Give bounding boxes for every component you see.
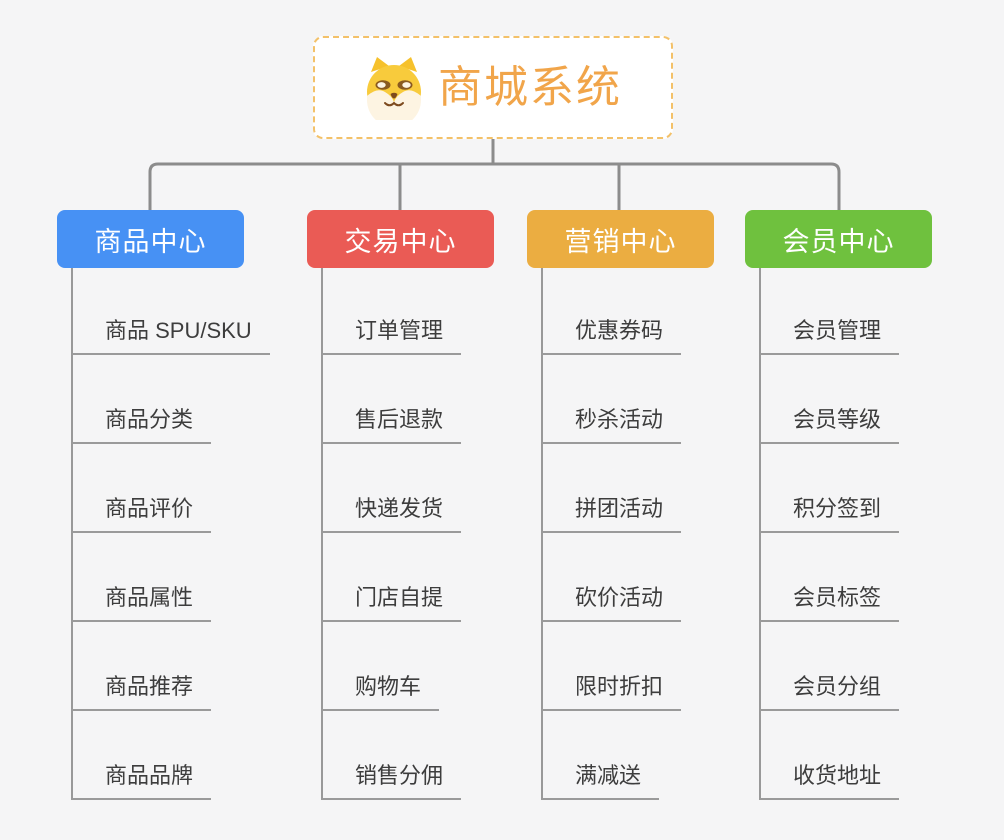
leaf-node[interactable]: 商品评价 [71,444,212,533]
leaf-node[interactable]: 优惠券码 [541,268,682,355]
leaf-node[interactable]: 商品属性 [71,533,212,622]
leaf-node[interactable]: 商品推荐 [71,622,212,711]
leaf-node[interactable]: 会员管理 [759,268,900,355]
leaf-node[interactable]: 售后退款 [321,355,462,444]
root-node[interactable]: 商城系统 [313,36,673,139]
leaf-node[interactable]: 销售分佣 [321,711,462,800]
leaf-node[interactable]: 限时折扣 [541,622,682,711]
leaf-node[interactable]: 砍价活动 [541,533,682,622]
leaf-node[interactable]: 门店自提 [321,533,462,622]
leaf-node[interactable]: 会员分组 [759,622,900,711]
leaf-node[interactable]: 快递发货 [321,444,462,533]
leaf-node[interactable]: 收货地址 [759,711,900,800]
branch-product-center: 商品中心 商品 SPU/SKU 商品分类 商品评价 商品属性 商品推荐 商品品牌 [57,210,270,800]
dog-face-icon [367,56,421,120]
branch-node-trade-center[interactable]: 交易中心 [307,210,494,268]
leaf-node[interactable]: 拼团活动 [541,444,682,533]
leaf-node[interactable]: 会员等级 [759,355,900,444]
leaf-node[interactable]: 商品分类 [71,355,212,444]
branch-node-member-center[interactable]: 会员中心 [745,210,932,268]
branch-items-member-center: 会员管理 会员等级 积分签到 会员标签 会员分组 收货地址 [759,268,932,800]
leaf-node[interactable]: 积分签到 [759,444,900,533]
branch-node-marketing-center[interactable]: 营销中心 [527,210,714,268]
leaf-node[interactable]: 商品品牌 [71,711,212,800]
leaf-node[interactable]: 订单管理 [321,268,462,355]
branch-items-product-center: 商品 SPU/SKU 商品分类 商品评价 商品属性 商品推荐 商品品牌 [71,268,270,800]
leaf-node[interactable]: 会员标签 [759,533,900,622]
root-node-label: 商城系统 [438,62,622,112]
branch-items-marketing-center: 优惠券码 秒杀活动 拼团活动 砍价活动 限时折扣 满减送 [541,268,714,800]
leaf-node[interactable]: 购物车 [321,622,440,711]
branch-member-center: 会员中心 会员管理 会员等级 积分签到 会员标签 会员分组 收货地址 [745,210,932,800]
branch-trade-center: 交易中心 订单管理 售后退款 快递发货 门店自提 购物车 销售分佣 [307,210,494,800]
branch-items-trade-center: 订单管理 售后退款 快递发货 门店自提 购物车 销售分佣 [321,268,494,800]
leaf-node[interactable]: 满减送 [541,711,660,800]
leaf-node[interactable]: 商品 SPU/SKU [71,268,270,355]
branch-node-product-center[interactable]: 商品中心 [57,210,244,268]
leaf-node[interactable]: 秒杀活动 [541,355,682,444]
branch-marketing-center: 营销中心 优惠券码 秒杀活动 拼团活动 砍价活动 限时折扣 满减送 [527,210,714,800]
